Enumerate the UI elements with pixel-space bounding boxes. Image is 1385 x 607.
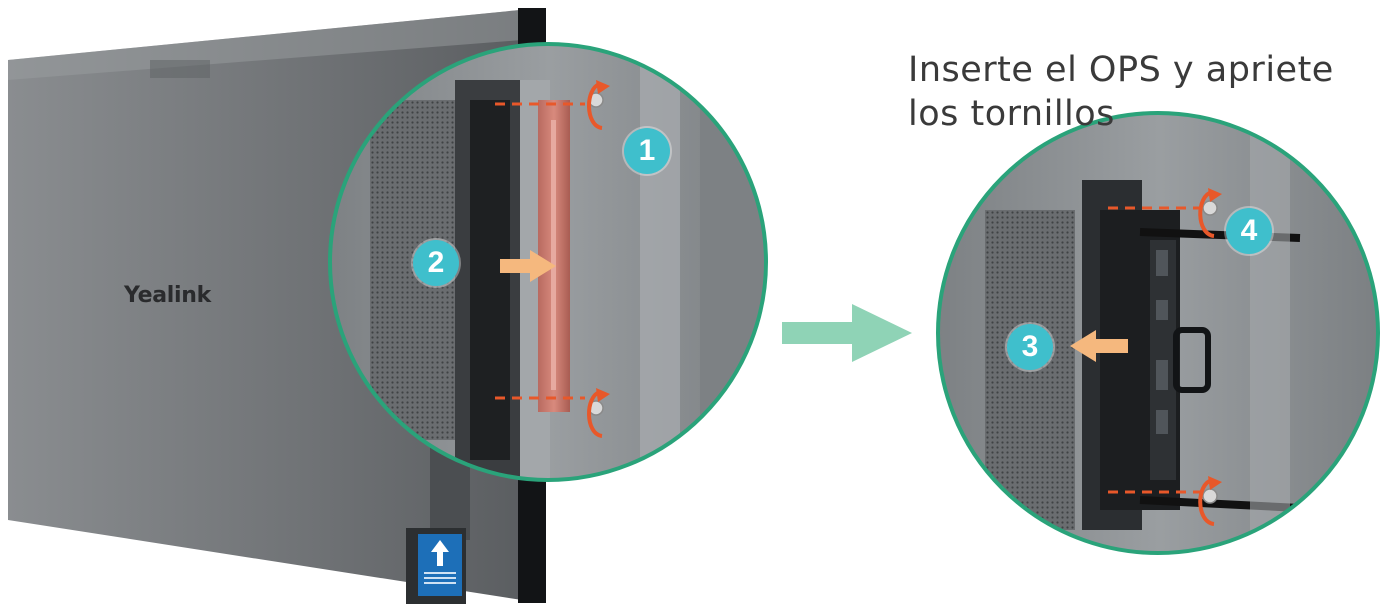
push-arrow-icon xyxy=(500,250,556,282)
magnifier-insert-ops xyxy=(936,111,1380,555)
brand-logo: Yealink xyxy=(124,283,211,308)
step-badge-4: 4 xyxy=(1226,208,1272,254)
push-arrow-icon xyxy=(1070,330,1128,362)
rotate-screw-icon xyxy=(587,388,610,438)
rotate-screw-icon xyxy=(587,80,610,130)
rotate-screw-icon xyxy=(1198,476,1222,526)
rotate-screw-icon xyxy=(1198,188,1222,238)
next-step-arrow-icon xyxy=(782,304,912,362)
step-badge-3: 3 xyxy=(1007,324,1053,370)
up-arrow-icon xyxy=(431,540,449,566)
instruction-caption: Inserte el OPS y apriete los tornillos xyxy=(908,50,1334,134)
step-badge-2: 2 xyxy=(413,240,459,286)
step-badge-1: 1 xyxy=(624,128,670,174)
upright-sticker xyxy=(406,528,466,604)
